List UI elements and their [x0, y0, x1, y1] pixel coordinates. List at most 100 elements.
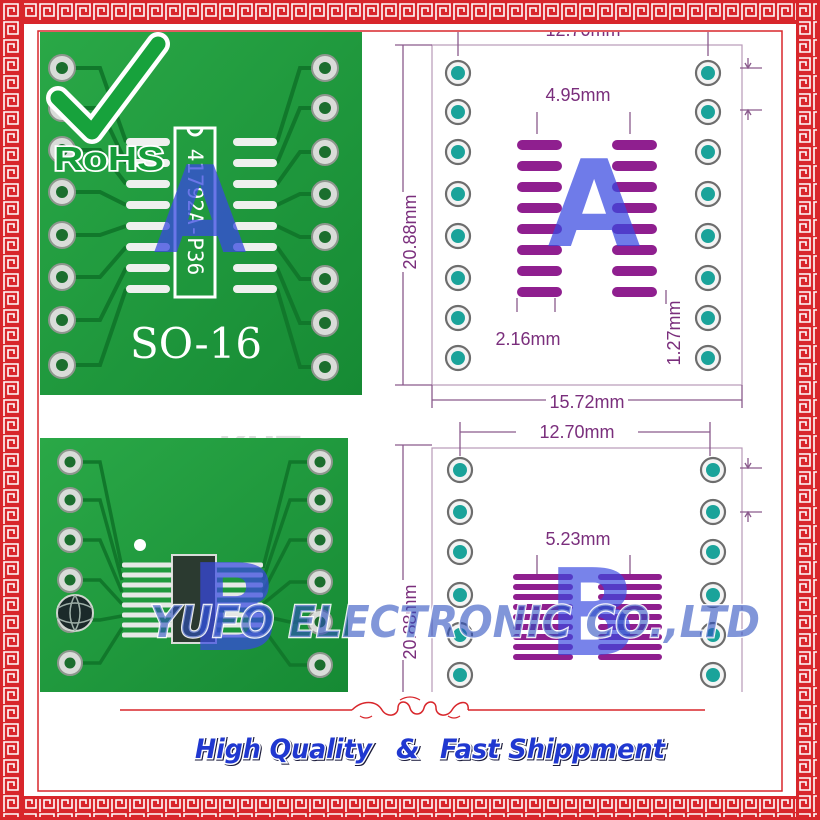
- pad-hole: [56, 144, 68, 156]
- pad-hole: [64, 534, 76, 546]
- top-width-label: 12.70mm: [539, 422, 614, 442]
- smd-pad: [126, 264, 170, 272]
- globe-logo-icon: [56, 594, 94, 632]
- smd-pad: [122, 602, 172, 608]
- pad-hole: [706, 668, 720, 682]
- pad-hole: [451, 187, 465, 201]
- smd-pad: [598, 624, 662, 630]
- smd-pad: [598, 594, 662, 600]
- smd-pad: [517, 245, 562, 255]
- chip-outline: [173, 126, 217, 299]
- pad-span-label: 5.23mm: [545, 529, 610, 549]
- smd-pad: [233, 180, 277, 188]
- chip-marking: 41792A-P36: [183, 149, 207, 275]
- smd-pad: [215, 582, 263, 588]
- smd-pad: [517, 287, 562, 297]
- smd-pad: [612, 224, 657, 234]
- smd-pad: [598, 604, 662, 610]
- smd-pad: [513, 634, 573, 640]
- smd-pad: [598, 634, 662, 640]
- pad-length-label: 2.16mm: [495, 329, 560, 349]
- smd-pad-group: [513, 574, 662, 660]
- pad-hole: [701, 229, 715, 243]
- variant-letter-b: B: [547, 545, 638, 684]
- pad-hole: [706, 463, 720, 477]
- smd-pad: [517, 266, 562, 276]
- pad-hole: [314, 659, 326, 671]
- smd-pad: [612, 140, 657, 150]
- smd-pad: [513, 654, 573, 660]
- smd-pad: [126, 138, 170, 146]
- pad-hole: [451, 351, 465, 365]
- through-hole-pad-group: [444, 59, 722, 372]
- pad-hole: [314, 616, 326, 628]
- smd-pad: [233, 243, 277, 251]
- board-b-photo: B: [40, 438, 348, 692]
- smd-pad: [126, 180, 170, 188]
- smd-pad: [122, 622, 172, 628]
- smd-pad: [126, 285, 170, 293]
- smd-pad: [598, 574, 662, 580]
- smd-pad: [233, 138, 277, 146]
- footer-ornament: [120, 696, 705, 719]
- inner-frame: [37, 30, 783, 792]
- smd-pad: [517, 182, 562, 192]
- pad-hole: [319, 146, 331, 158]
- package-label: SO-16: [130, 319, 262, 368]
- smd-pad: [513, 594, 573, 600]
- height-label: 20.88mm: [400, 584, 420, 659]
- smd-pad: [598, 654, 662, 660]
- pad-hole: [706, 505, 720, 519]
- company-watermark: YUFO ELECTRONIC CO.,LTD: [150, 597, 760, 648]
- pad-hole: [453, 668, 467, 682]
- smd-pad: [122, 582, 172, 588]
- board-outline: [431, 447, 743, 692]
- chip-outline: [171, 554, 217, 644]
- smd-pad: [612, 287, 657, 297]
- pad-hole: [319, 317, 331, 329]
- smd-pad: [517, 161, 562, 171]
- pad-hole: [453, 463, 467, 477]
- pad-hole: [56, 62, 68, 74]
- pad-hole: [701, 311, 715, 325]
- pad-hole: [701, 145, 715, 159]
- pad-hole: [56, 359, 68, 371]
- pad-hole: [701, 66, 715, 80]
- smd-pad: [513, 644, 573, 650]
- pad-hole: [64, 657, 76, 669]
- smd-pad: [122, 612, 172, 618]
- smd-pad: [215, 562, 263, 568]
- pad-hole: [56, 271, 68, 283]
- pcb-substrate: [40, 32, 362, 395]
- pad-hole: [319, 188, 331, 200]
- smd-pad: [122, 632, 172, 638]
- smd-pad-group: [126, 138, 277, 293]
- smd-pad: [513, 604, 573, 610]
- pad-hole: [319, 102, 331, 114]
- board-outline: [431, 44, 743, 386]
- smd-pad: [612, 182, 657, 192]
- smd-pad: [513, 584, 573, 590]
- smd-pad: [233, 159, 277, 167]
- pitch-arrows: [740, 458, 762, 522]
- smd-pad: [215, 632, 263, 638]
- pad-hole: [451, 66, 465, 80]
- smd-pad: [598, 584, 662, 590]
- pad-hole: [453, 505, 467, 519]
- smd-pad: [233, 285, 277, 293]
- pad-hole: [314, 534, 326, 546]
- smd-pad: [126, 159, 170, 167]
- through-hole-pad-group: [446, 456, 727, 689]
- pad-hole: [706, 588, 720, 602]
- pad-hole: [701, 351, 715, 365]
- pad-hole: [64, 494, 76, 506]
- variant-letter-a: A: [154, 142, 247, 281]
- smd-pad: [215, 572, 263, 578]
- smd-pad: [598, 644, 662, 650]
- smd-pad: [233, 222, 277, 230]
- pad-hole: [706, 545, 720, 559]
- smd-pad: [215, 622, 263, 628]
- pad-hole: [451, 311, 465, 325]
- through-hole-pad-group: [48, 54, 339, 381]
